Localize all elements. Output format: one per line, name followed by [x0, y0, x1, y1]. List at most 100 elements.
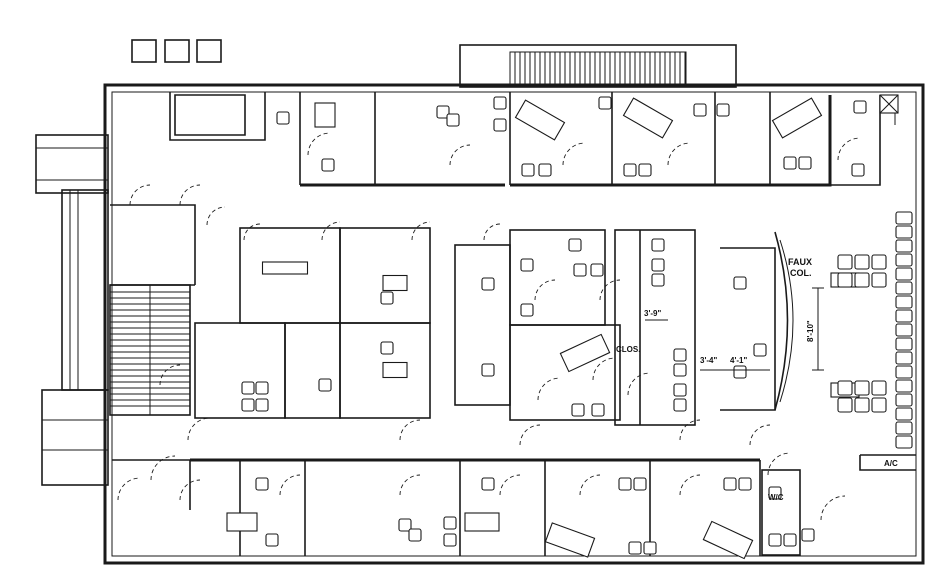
chair — [633, 477, 647, 491]
door-swing — [179, 184, 201, 206]
lounge-seat — [854, 272, 870, 288]
lounge-seat — [895, 365, 913, 379]
dimension-lines — [645, 287, 824, 371]
door-swing — [117, 477, 141, 501]
chair — [651, 238, 665, 252]
desk — [702, 520, 754, 560]
ac-room-label: A/C — [884, 459, 898, 468]
lounge-seat — [895, 267, 913, 281]
exterior-stair-top — [459, 44, 737, 88]
legend-squares — [131, 39, 222, 63]
chair — [265, 533, 279, 547]
lounge-seat — [871, 397, 887, 413]
chair — [673, 383, 687, 397]
desk — [771, 97, 823, 139]
chair — [723, 477, 737, 491]
closet-label: CLOS. — [616, 345, 640, 354]
lounge-seat — [854, 380, 870, 396]
desk — [514, 99, 566, 141]
desk — [544, 522, 596, 558]
door-swing — [592, 357, 616, 381]
chair — [651, 258, 665, 272]
door-swing — [599, 279, 621, 301]
door-swing — [627, 372, 651, 396]
chair — [481, 477, 495, 491]
chairs-layer — [241, 96, 867, 555]
dimension-4-1: 4'-1" — [730, 356, 747, 365]
wc-label: W/C — [768, 493, 784, 502]
chair — [398, 518, 412, 532]
lounge-seat — [895, 393, 913, 407]
chair — [628, 541, 642, 555]
door-swing — [679, 474, 701, 496]
chair — [380, 341, 394, 355]
door-swing — [820, 495, 846, 521]
chair — [241, 398, 255, 412]
chair — [493, 96, 507, 110]
chair — [521, 163, 535, 177]
lounge-seat — [895, 295, 913, 309]
door-swing — [519, 424, 541, 446]
lounge-seat — [871, 254, 887, 270]
chair — [693, 103, 707, 117]
chair — [436, 105, 450, 119]
lounge-seat — [895, 337, 913, 351]
chair — [798, 156, 812, 170]
door-swing — [179, 479, 201, 501]
desk — [464, 512, 500, 532]
chair — [768, 533, 782, 547]
lounge-seat — [895, 239, 913, 253]
chair — [783, 156, 797, 170]
desk — [261, 261, 309, 275]
door-swing — [187, 417, 211, 441]
door-swing — [749, 424, 771, 446]
chair — [801, 528, 815, 542]
lounge-seating — [837, 211, 913, 449]
interior-stair — [109, 284, 191, 416]
door-swing — [534, 279, 556, 301]
lounge-seat — [895, 323, 913, 337]
left-entrance — [35, 134, 109, 486]
chair — [255, 477, 269, 491]
lounge-seat — [895, 211, 913, 225]
dimension-3-9: 3'-9" — [644, 309, 661, 318]
door-swing — [679, 419, 701, 441]
lounge-seat — [895, 281, 913, 295]
lounge-seat — [895, 225, 913, 239]
chair — [733, 365, 747, 379]
lounge-seat — [895, 435, 913, 449]
door-swing — [159, 364, 181, 386]
door-swing — [562, 142, 586, 166]
door-swing — [129, 184, 151, 206]
lounge-seat — [837, 397, 853, 413]
lounge-seat — [895, 351, 913, 365]
lounge-seat — [837, 254, 853, 270]
lounge-seat — [895, 253, 913, 267]
chair — [853, 100, 867, 114]
chair — [733, 276, 747, 290]
door-swing — [307, 132, 331, 156]
chair — [618, 477, 632, 491]
desk — [382, 274, 408, 292]
door-swing — [399, 419, 421, 441]
chair — [738, 477, 752, 491]
lounge-seat — [895, 407, 913, 421]
chair — [538, 163, 552, 177]
chair — [623, 163, 637, 177]
door-swing — [499, 474, 521, 496]
chair — [783, 533, 797, 547]
dimension-8-10: 8'-10" — [806, 320, 815, 342]
chair — [673, 398, 687, 412]
chair — [481, 363, 495, 377]
lounge-seat — [837, 272, 853, 288]
door-swing — [667, 142, 691, 166]
faux-column-label-1: FAUX — [788, 257, 812, 267]
chair — [768, 486, 782, 500]
chair — [643, 541, 657, 555]
exterior-walls — [103, 83, 925, 565]
chair — [443, 516, 457, 530]
door-swing — [411, 221, 431, 241]
door-swing — [150, 455, 176, 481]
